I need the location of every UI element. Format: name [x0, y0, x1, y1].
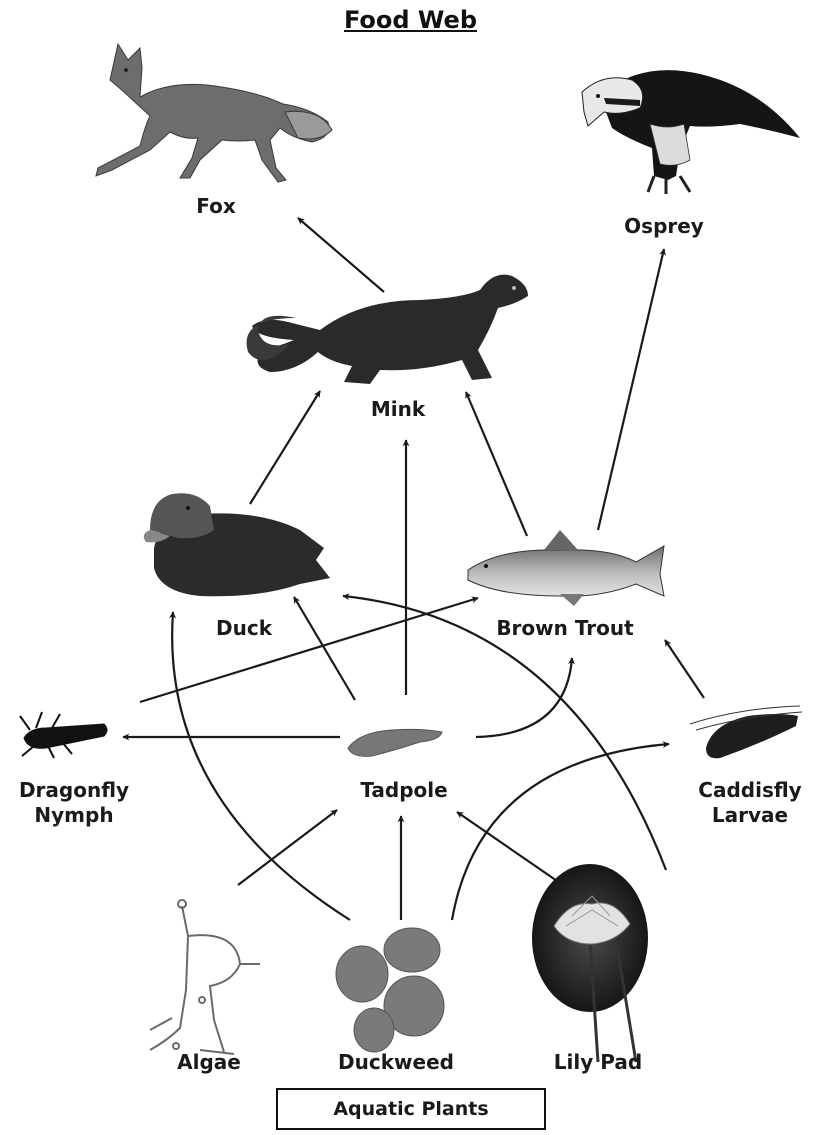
label-algae: Algae [154, 1050, 264, 1074]
arrow-trout-to-mink [466, 392, 527, 536]
arrow-duckweed-to-duck [172, 612, 350, 920]
label-fox: Fox [166, 194, 266, 218]
arrow-duck-to-mink [250, 391, 320, 504]
lily-pad-illustration [532, 864, 648, 1062]
arrow-tadpole-to-duck [294, 597, 355, 700]
tadpole-illustration [348, 729, 442, 756]
duck-illustration [144, 493, 330, 596]
arrow-trout-to-osprey [598, 249, 664, 530]
aquatic-plants-label: Aquatic Plants [333, 1098, 488, 1120]
aquatic-plants-box: Aquatic Plants [276, 1088, 546, 1130]
arrow-mink-to-fox [298, 218, 384, 292]
label-lily-pad: Lily Pad [528, 1050, 668, 1074]
arrow-tadpole-to-trout [476, 658, 572, 737]
algae-illustration [150, 900, 260, 1054]
osprey-illustration [582, 70, 800, 194]
caddisfly-larvae-illustration [690, 706, 802, 758]
mink-illustration [247, 275, 528, 384]
label-dragonfly-nymph-line2: Nymph [4, 803, 144, 827]
diagram-title: Food Web [0, 6, 821, 34]
label-tadpole: Tadpole [344, 778, 464, 802]
duckweed-illustration [336, 928, 444, 1052]
arrow-lilypad-to-tadpole [457, 812, 560, 883]
label-mink: Mink [348, 397, 448, 421]
dragonfly-nymph-illustration [20, 712, 107, 758]
arrow-dragonfly-to-trout [140, 598, 478, 702]
fox-illustration [96, 44, 332, 182]
brown-trout-illustration [468, 530, 664, 606]
label-duck: Duck [194, 616, 294, 640]
label-dragonfly-nymph-line1: Dragonfly [4, 778, 144, 802]
label-caddisfly-larvae-line2: Larvae [680, 803, 820, 827]
arrow-caddisfly-to-trout [665, 640, 704, 698]
label-caddisfly-larvae-line1: Caddisfly [680, 778, 820, 802]
label-duckweed: Duckweed [316, 1050, 476, 1074]
label-osprey: Osprey [614, 214, 714, 238]
label-brown-trout: Brown Trout [480, 616, 650, 640]
